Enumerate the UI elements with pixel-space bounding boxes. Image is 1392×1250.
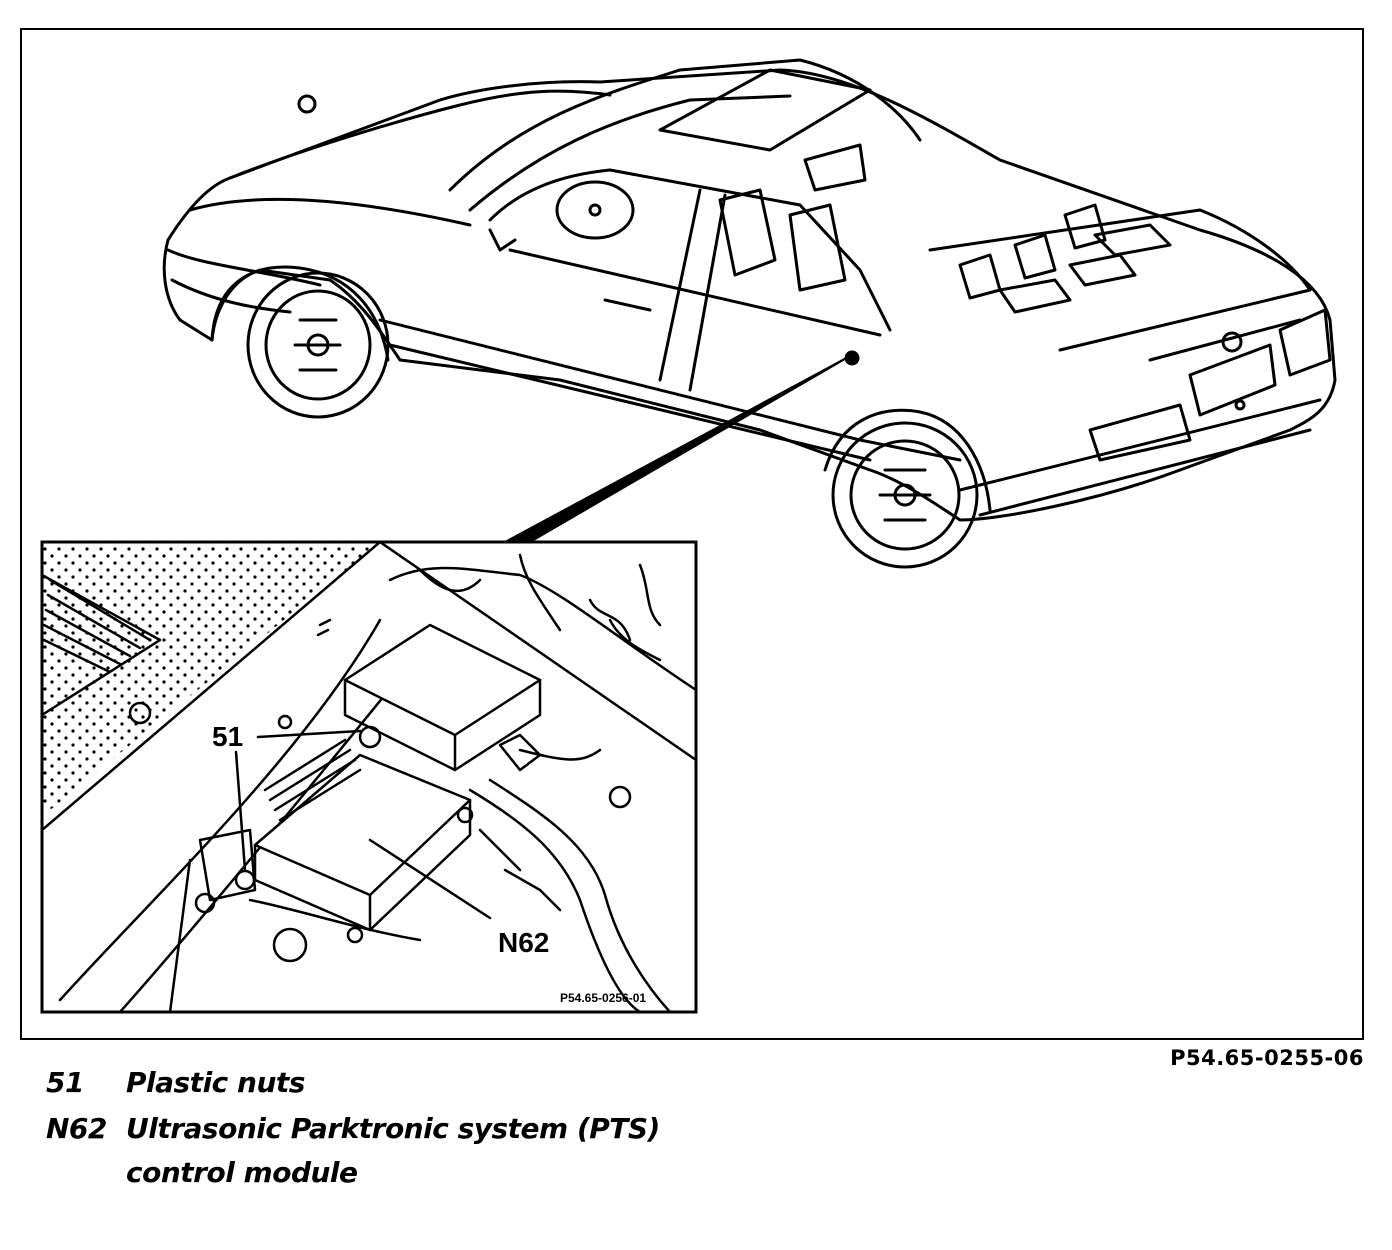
car-illustration <box>162 58 1337 569</box>
legend-number: N62 <box>46 1112 107 1145</box>
figure-frame <box>20 28 1364 1040</box>
inset-figure-code: P54.65-0256-01 <box>560 991 646 1005</box>
callout-51: 51 <box>212 721 243 752</box>
legend-item: 51 Plastic nuts <box>46 1066 305 1099</box>
technical-illustration: 51 N62 P54.65-0256-01 <box>40 58 1337 1014</box>
legend-text: Ultrasonic Parktronic system (PTS) <box>126 1112 660 1145</box>
detail-inset: 51 N62 P54.65-0256-01 <box>40 540 698 1014</box>
legend-text: Plastic nuts <box>126 1066 305 1099</box>
figure-code: P54.65-0255-06 <box>1170 1046 1364 1070</box>
legend-item: N62 Ultrasonic Parktronic system (PTS) <box>46 1112 660 1145</box>
callout-n62: N62 <box>498 927 549 958</box>
legend-text-continuation: control module <box>126 1156 358 1189</box>
legend-number: 51 <box>46 1066 84 1099</box>
